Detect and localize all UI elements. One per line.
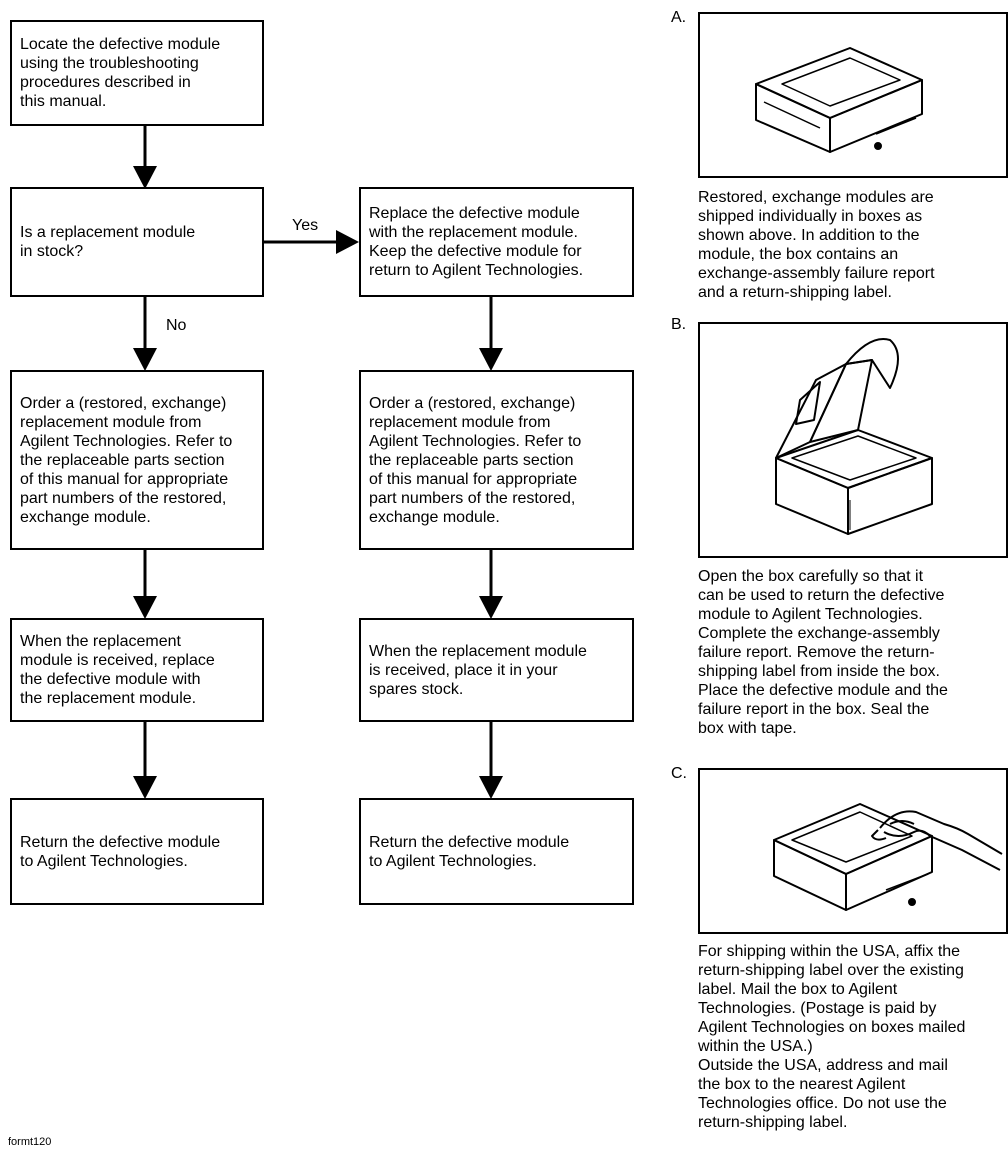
panel-a-frame <box>698 12 1008 178</box>
hand-taping-box-icon <box>773 803 1003 911</box>
received-left-text: When the replacement module is received,… <box>20 633 215 707</box>
received-right-box: When the replacement module is received,… <box>359 618 634 722</box>
panel-a-letter: A. <box>671 9 687 26</box>
figure-code: formt120 <box>8 1136 52 1148</box>
closed-box-icon <box>755 47 923 153</box>
arrowhead <box>479 596 503 619</box>
panel-c-letter: C. <box>671 765 687 782</box>
arrowhead <box>133 776 157 799</box>
order-left-text: Order a (restored, exchange) replacement… <box>20 394 233 526</box>
received-right-text: When the replacement module is received,… <box>369 642 587 698</box>
order-left-box: Order a (restored, exchange) replacement… <box>10 370 264 550</box>
return-left-text: Return the defective module to Agilent T… <box>20 833 221 870</box>
locate-module-box: Locate the defective module using the tr… <box>10 20 264 126</box>
arrowhead <box>133 166 157 189</box>
arrowhead <box>336 230 359 254</box>
stock-question-text: Is a replacement module in stock? <box>20 224 196 260</box>
arrowhead <box>133 596 157 619</box>
arrowhead <box>479 776 503 799</box>
panel-b-frame <box>698 322 1008 558</box>
replace-now-box: Replace the defective module with the re… <box>359 187 634 297</box>
yes-label: Yes <box>292 217 319 234</box>
arrowhead <box>133 348 157 371</box>
locate-module-text: Locate the defective module using the tr… <box>20 36 221 110</box>
stock-question-box: Is a replacement module in stock? <box>10 187 264 297</box>
received-left-box: When the replacement module is received,… <box>10 618 264 722</box>
arrowhead <box>479 348 503 371</box>
open-box-icon <box>775 338 933 535</box>
panel-c-caption: For shipping within the USA, affix the r… <box>698 943 966 1131</box>
no-label: No <box>166 317 187 334</box>
panel-c-frame <box>698 768 1008 934</box>
return-right-box: Return the defective module to Agilent T… <box>359 798 634 905</box>
panel-b-caption: Open the box carefully so that it can be… <box>698 568 948 737</box>
replace-now-text: Replace the defective module with the re… <box>369 205 584 279</box>
return-left-box: Return the defective module to Agilent T… <box>10 798 264 905</box>
order-right-text: Order a (restored, exchange) replacement… <box>369 394 582 526</box>
panel-b-letter: B. <box>671 316 687 333</box>
return-right-text: Return the defective module to Agilent T… <box>369 833 570 870</box>
panel-a-caption: Restored, exchange modules are shipped i… <box>698 189 935 301</box>
order-right-box: Order a (restored, exchange) replacement… <box>359 370 634 550</box>
